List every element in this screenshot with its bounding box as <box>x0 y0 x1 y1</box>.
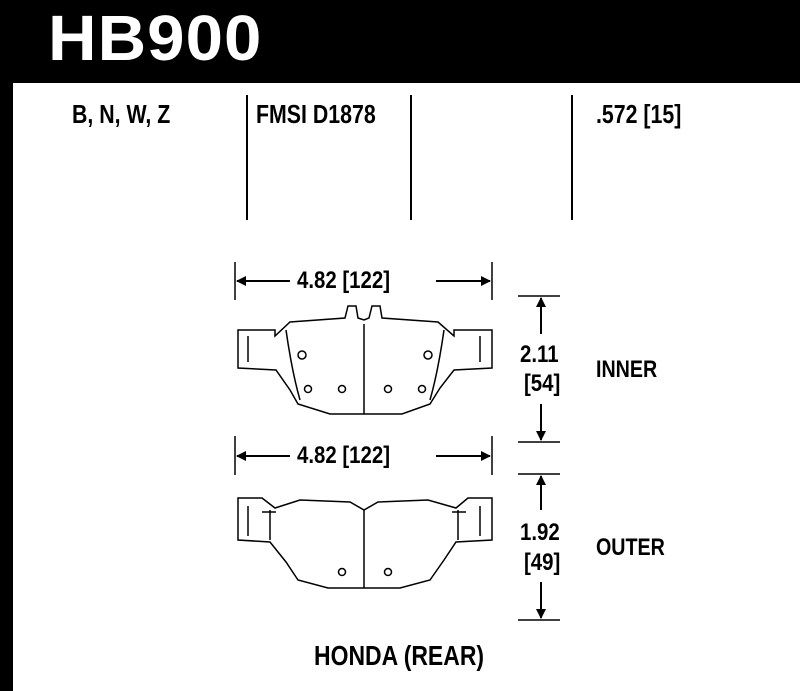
pad-thickness: .572 [15] <box>596 99 682 129</box>
outer-height-mm: [49] <box>524 549 561 576</box>
vehicle-application: HONDA (REAR) <box>314 640 485 671</box>
outer-pad-drawing <box>237 497 493 589</box>
outer-label: OUTER <box>596 534 665 561</box>
compound-list: B, N, W, Z <box>72 99 171 129</box>
outer-width-value: 4.82 [122] <box>297 442 390 469</box>
outer-height-inches: 1.92 <box>520 519 560 546</box>
inner-height-mm: [54] <box>524 370 561 397</box>
part-number: HB900 <box>48 2 263 74</box>
divider-line <box>246 95 248 220</box>
inner-height-inches: 2.11 <box>520 341 559 368</box>
inner-height-dimension <box>518 295 560 443</box>
outer-width-dimension <box>234 436 493 475</box>
inner-width-dimension <box>234 262 493 300</box>
sheet-background <box>13 83 800 691</box>
outer-height-dimension <box>518 473 560 621</box>
divider-line <box>571 95 573 220</box>
fmsi-number: FMSI D1878 <box>256 99 376 129</box>
inner-pad-drawing <box>237 305 493 415</box>
divider-line <box>410 95 412 220</box>
inner-label: INNER <box>596 356 658 383</box>
inner-width-value: 4.82 [122] <box>297 267 390 294</box>
